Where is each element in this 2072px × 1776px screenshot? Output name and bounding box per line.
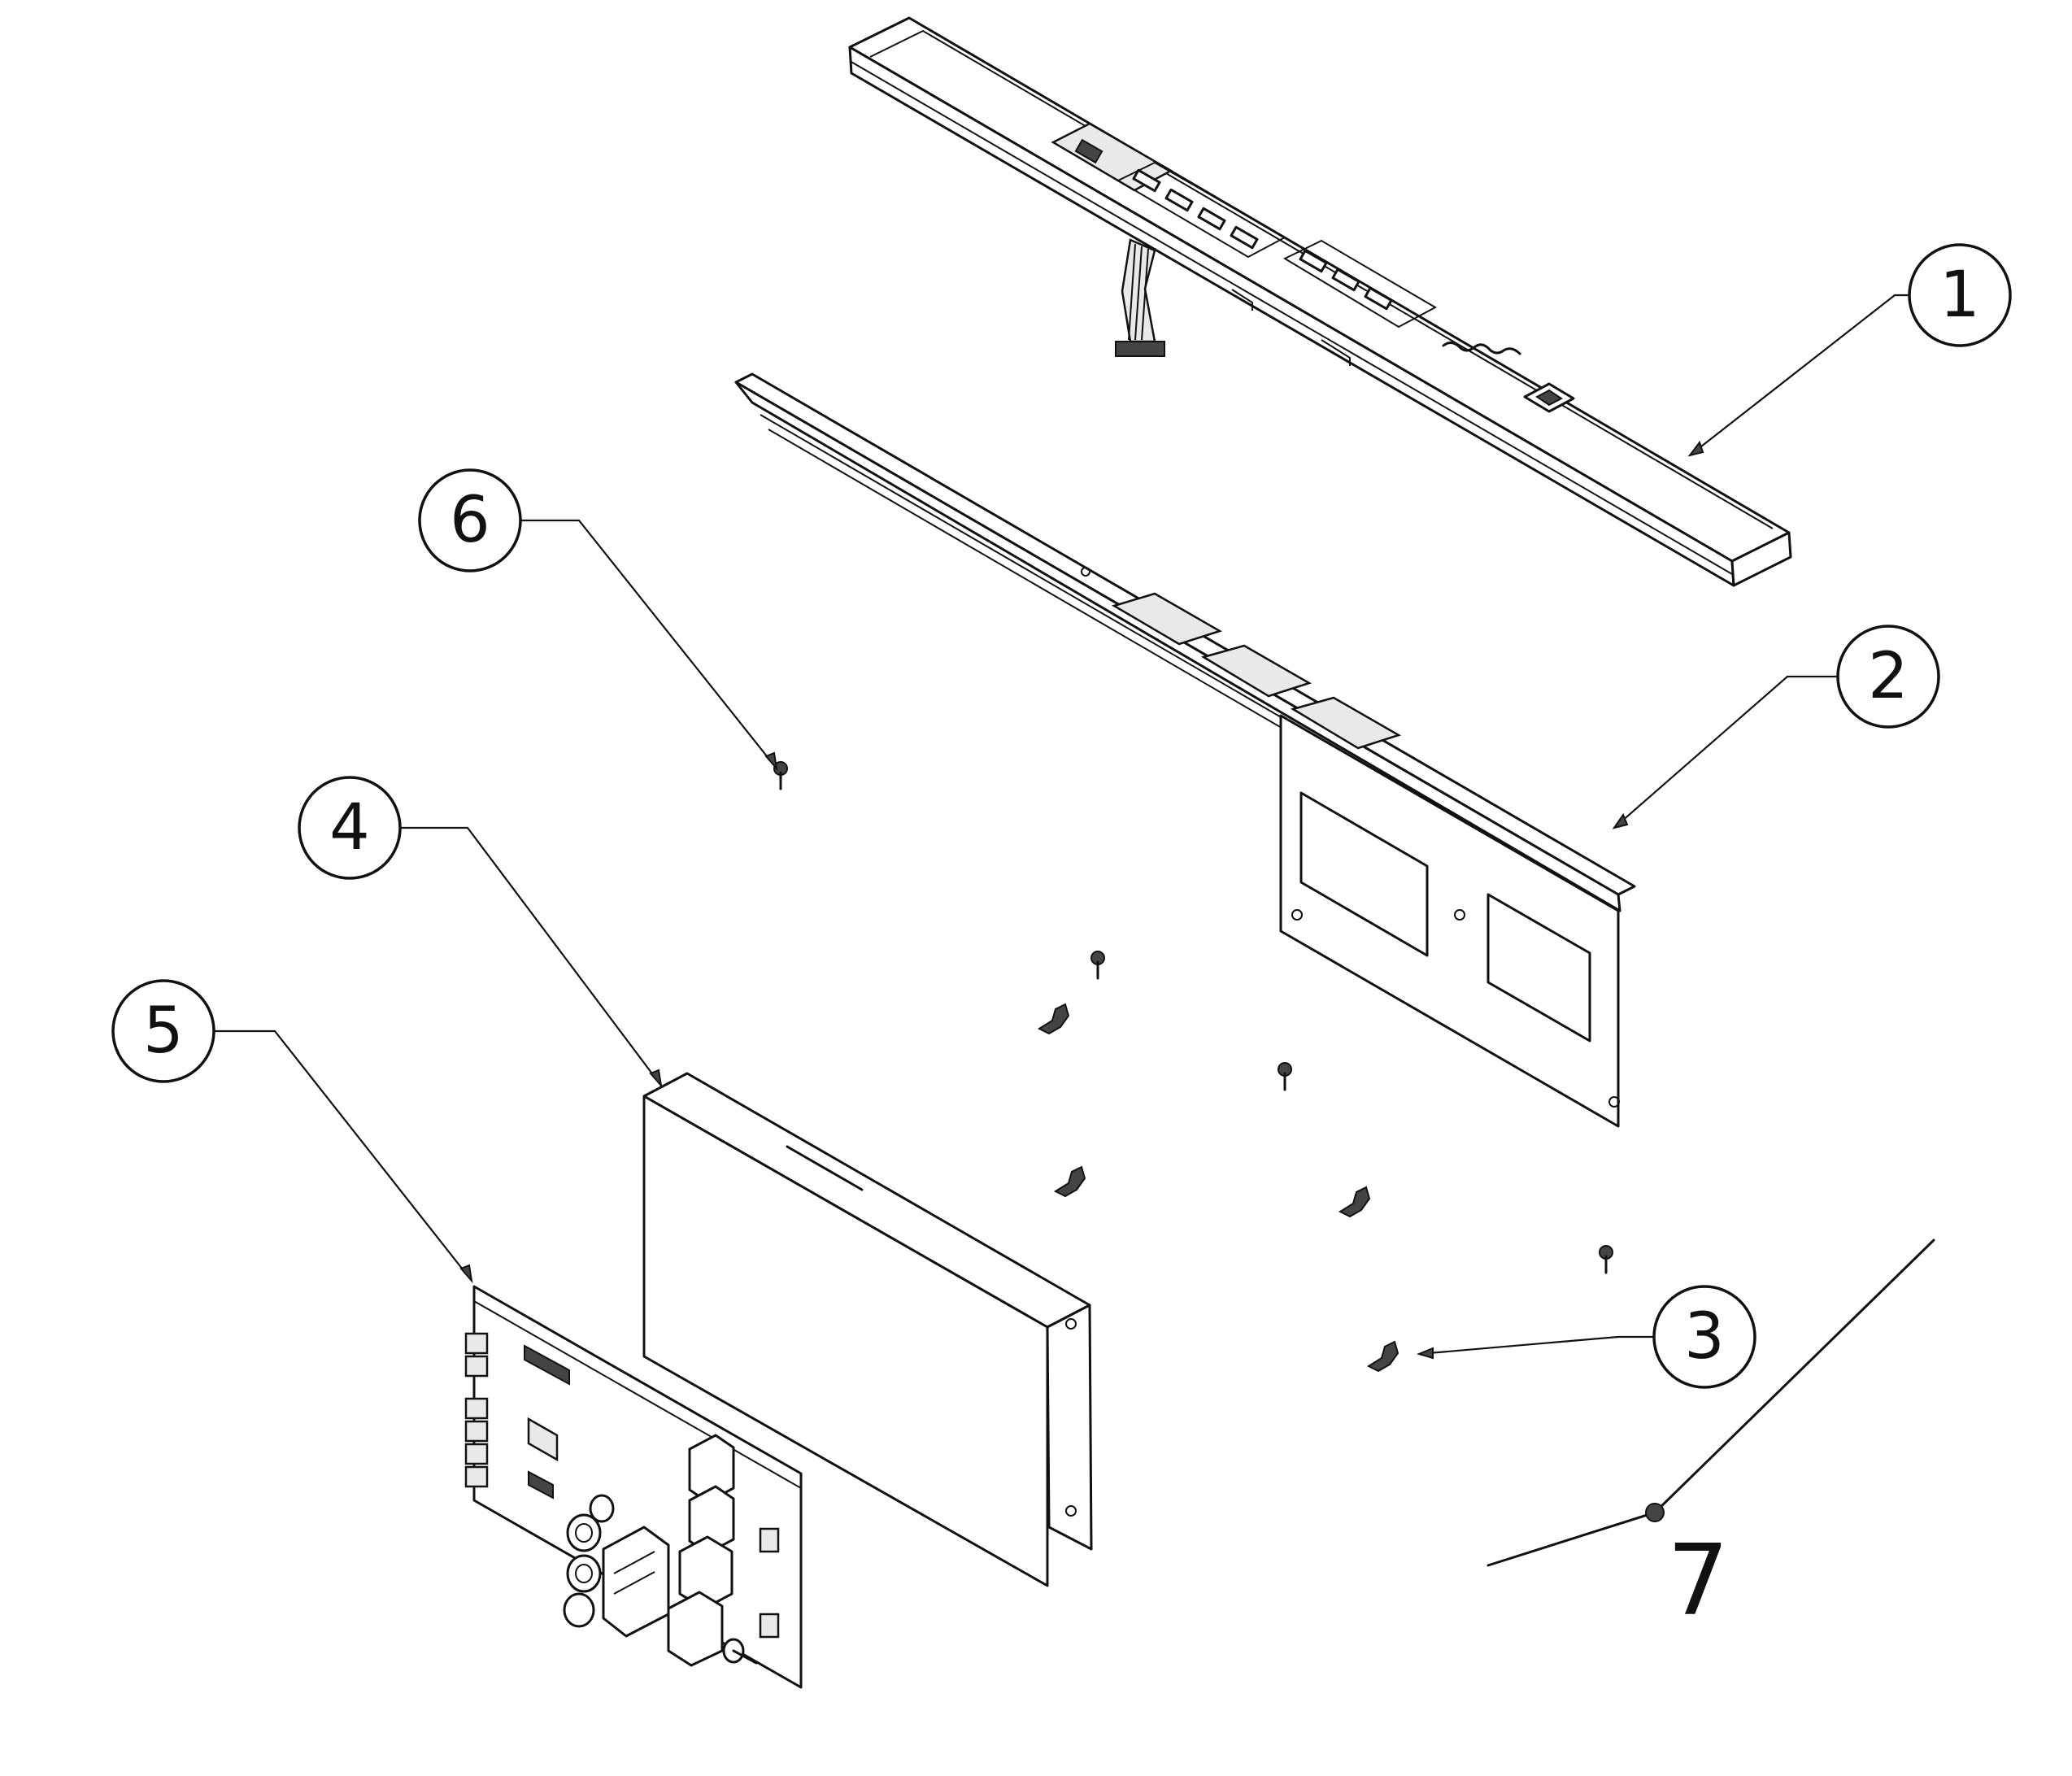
part-1-control-panel bbox=[848, 16, 1792, 587]
part-4-cover-box bbox=[642, 1072, 1093, 1587]
screw-icon bbox=[1599, 1245, 1613, 1274]
callout-1: 1 bbox=[1908, 243, 2012, 347]
capacitors bbox=[563, 1494, 615, 1628]
screw-icon bbox=[1090, 951, 1105, 980]
callout-5: 5 bbox=[111, 979, 215, 1083]
board-connectors bbox=[464, 1332, 489, 1488]
callout-label: 6 bbox=[450, 484, 490, 557]
handwritten-mark: 7 bbox=[1487, 1238, 1935, 1638]
part-2-mounting-bracket bbox=[734, 372, 1636, 1128]
control-buttons-2 bbox=[1299, 249, 1393, 311]
push-rivet-icon bbox=[1338, 1186, 1371, 1218]
push-rivet-icon bbox=[1037, 1003, 1070, 1035]
callout-3: 3 bbox=[1652, 1285, 1756, 1389]
screw-icon bbox=[1278, 1062, 1292, 1091]
callout-label: 2 bbox=[1868, 640, 1909, 713]
callout-label: 3 bbox=[1684, 1300, 1725, 1373]
callout-label: 1 bbox=[1939, 259, 1980, 332]
handwritten-number: 7 bbox=[1667, 1525, 1729, 1638]
relays bbox=[667, 1434, 735, 1667]
control-buttons bbox=[1132, 168, 1259, 250]
callout-4: 4 bbox=[298, 776, 402, 880]
brand-logo-mark bbox=[1442, 342, 1521, 355]
callout-6: 6 bbox=[418, 468, 522, 572]
leader-lines bbox=[214, 294, 1909, 1360]
transformer bbox=[602, 1526, 670, 1638]
callout-label: 4 bbox=[329, 791, 370, 864]
push-rivet-icon bbox=[1366, 1340, 1399, 1373]
screw-icon bbox=[773, 761, 788, 790]
ribbon-cable bbox=[1115, 238, 1165, 357]
push-rivet-icon bbox=[1053, 1165, 1086, 1198]
callout-2: 2 bbox=[1836, 625, 1940, 729]
part-5-circuit-board bbox=[464, 1285, 803, 1689]
part-3-fasteners bbox=[773, 761, 1613, 1373]
callout-label: 5 bbox=[143, 995, 184, 1068]
